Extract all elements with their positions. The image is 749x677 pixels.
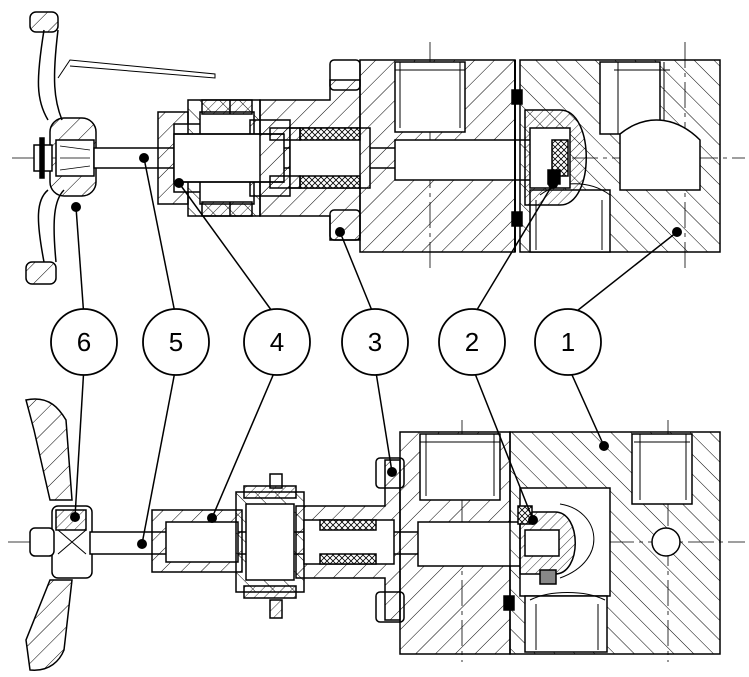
callout-1-label: 1 bbox=[561, 327, 575, 357]
callout-2: 2 bbox=[438, 308, 506, 376]
callout-6-label: 6 bbox=[77, 327, 91, 357]
gland-assembly-bottom bbox=[151, 473, 305, 619]
handwheel-bottom bbox=[25, 398, 93, 671]
callout-5: 5 bbox=[142, 308, 210, 376]
leader-lines bbox=[74, 157, 678, 545]
callout-6: 6 bbox=[50, 308, 118, 376]
top-valve-view bbox=[12, 11, 745, 285]
callout-3-label: 3 bbox=[368, 327, 382, 357]
callout-1: 1 bbox=[534, 308, 602, 376]
bonnet-top bbox=[259, 59, 371, 241]
callout-4: 4 bbox=[243, 308, 311, 376]
valve-body-bottom bbox=[399, 431, 721, 655]
callout-5-label: 5 bbox=[169, 327, 183, 357]
callout-circles: 6 5 4 3 2 1 bbox=[50, 308, 602, 376]
callout-2-label: 2 bbox=[465, 327, 479, 357]
handwheel-top bbox=[25, 11, 216, 285]
plug-top bbox=[524, 109, 587, 206]
callout-3: 3 bbox=[341, 308, 409, 376]
callout-4-label: 4 bbox=[270, 327, 284, 357]
bottom-valve-view bbox=[8, 398, 745, 671]
bonnet-bottom bbox=[295, 457, 405, 623]
